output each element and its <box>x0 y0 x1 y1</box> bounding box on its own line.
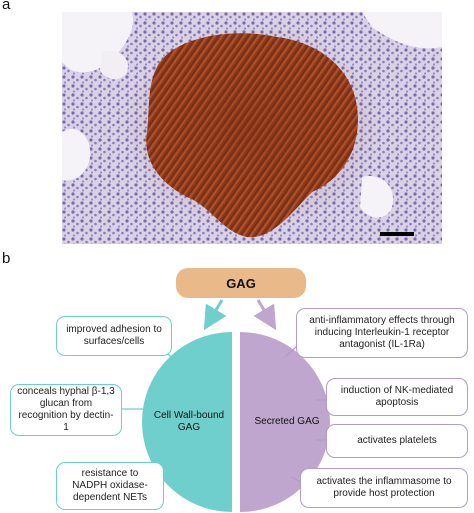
gag-diagram: GAG Cell Wall-bound GAG Secreted GAG imp… <box>0 262 474 513</box>
panel-b-label: b <box>2 250 11 267</box>
box-nk-apoptosis: induction of NK-mediated apoptosis <box>326 378 468 416</box>
gag-header: GAG <box>176 268 306 298</box>
arrow-to-cell-wall <box>203 299 227 331</box>
box-inflammasome: activates the inflammasome to provide ho… <box>300 468 468 508</box>
box-improved-adhesion: improved adhesion to surfaces/cells <box>56 316 172 356</box>
secreted-half-circle <box>240 332 330 512</box>
box-anti-inflammatory: anti-inflammatory effects through induci… <box>296 308 468 358</box>
histology-micrograph <box>62 12 442 244</box>
secreted-gag-label: Secreted GAG <box>254 416 320 427</box>
cell-wall-bound-label: Cell Wall-bound GAG <box>153 410 225 433</box>
box-nadph-resistance: resistance to NADPH oxidase-dependent NE… <box>56 462 164 510</box>
panel-a-label: a <box>2 0 11 13</box>
arrow-to-secreted <box>253 299 277 331</box>
box-conceals-glucan: conceals hyphal β-1,3 glucan from recogn… <box>10 384 122 436</box>
box-activates-platelets: activates platelets <box>326 424 468 458</box>
cell-wall-half-circle <box>142 332 232 512</box>
